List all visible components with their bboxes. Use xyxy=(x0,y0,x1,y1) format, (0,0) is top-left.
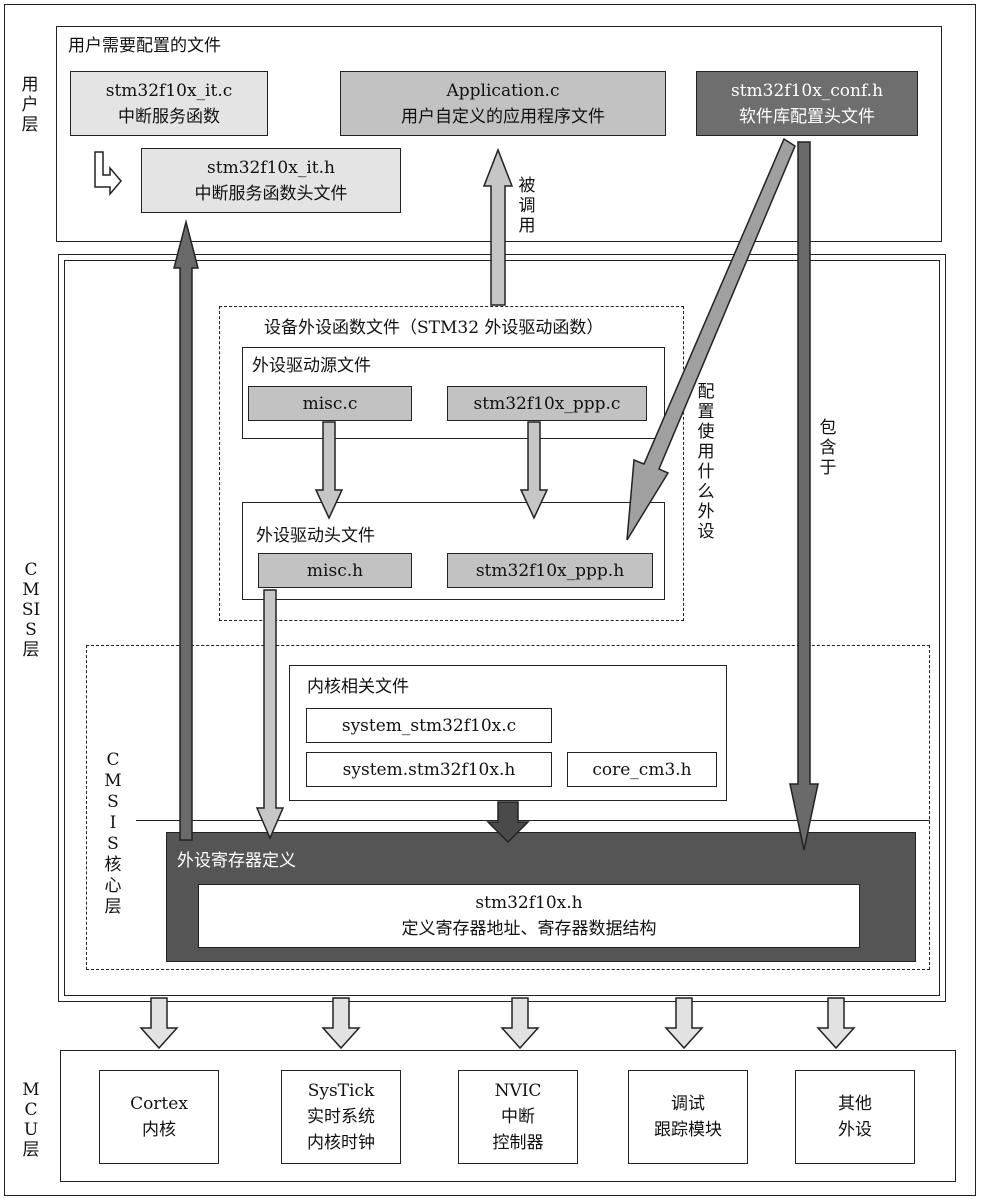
mcu-module-line: 内核 xyxy=(142,1120,176,1140)
file-core-cm3[interactable]: core_cm3.h xyxy=(567,752,717,787)
mcu-module-line: Cortex xyxy=(130,1094,188,1114)
user-layer-title: 用户需要配置的文件 xyxy=(68,36,221,56)
mcu-module-cortex[interactable]: Cortex 内核 xyxy=(99,1070,219,1164)
file-it-c[interactable]: stm32f10x_it.c 中断服务函数 xyxy=(70,71,268,136)
file-application-c-name: Application.c xyxy=(446,80,560,101)
file-it-h[interactable]: stm32f10x_it.h 中断服务函数头文件 xyxy=(141,148,401,213)
file-it-h-desc: 中断服务函数头文件 xyxy=(194,183,348,204)
mcu-module-line: NVIC xyxy=(494,1081,542,1101)
file-ppp-h[interactable]: stm32f10x_ppp.h xyxy=(447,553,653,588)
file-conf-h-name: stm32f10x_conf.h xyxy=(730,80,884,101)
mcu-module-line: 调试 xyxy=(671,1094,705,1114)
file-misc-h[interactable]: misc.h xyxy=(258,553,412,588)
cmsis-layer-label: CMSIS 层 xyxy=(21,560,41,660)
file-conf-h[interactable]: stm32f10x_conf.h 软件库配置头文件 xyxy=(696,71,918,136)
mcu-module-line: 外设 xyxy=(838,1120,872,1140)
file-misc-c[interactable]: misc.c xyxy=(248,386,412,421)
core-files-title: 内核相关文件 xyxy=(307,677,409,697)
mcu-module-line: 控制器 xyxy=(492,1133,544,1153)
mcu-module-systick[interactable]: SysTick 实时系统 内核时钟 xyxy=(281,1070,401,1164)
file-stm32f10x-h-desc: 定义寄存器地址、寄存器数据结构 xyxy=(401,919,657,939)
mcu-module-debug[interactable]: 调试 跟踪模块 xyxy=(628,1070,748,1164)
user-layer-label: 用户层 xyxy=(21,75,39,135)
mcu-module-line: 中断 xyxy=(501,1107,535,1127)
called-label: 被调用 xyxy=(518,176,536,236)
cmsis-core-divider xyxy=(136,820,930,821)
mcu-module-other[interactable]: 其他 外设 xyxy=(795,1070,915,1164)
file-stm32f10x-h[interactable]: stm32f10x.h 定义寄存器地址、寄存器数据结构 xyxy=(198,884,860,948)
mcu-module-nvic[interactable]: NVIC 中断 控制器 xyxy=(458,1070,578,1164)
mcu-module-line: 其他 xyxy=(838,1094,872,1114)
peripheral-header-title: 外设驱动头文件 xyxy=(256,526,375,546)
file-conf-h-desc: 软件库配置头文件 xyxy=(739,106,875,127)
register-definition-title: 外设寄存器定义 xyxy=(177,851,296,871)
mcu-module-line: SysTick xyxy=(307,1081,375,1101)
file-system-c[interactable]: system_stm32f10x.c xyxy=(306,708,552,743)
peripheral-source-title: 外设驱动源文件 xyxy=(252,356,371,376)
includes-label: 包含于 xyxy=(819,418,837,478)
peripheral-functions-title: 设备外设函数文件（STM32 外设驱动函数） xyxy=(264,318,604,338)
config-peripheral-label: 配置使用什么外设 xyxy=(697,382,715,542)
file-it-c-name: stm32f10x_it.c xyxy=(105,80,233,101)
file-application-c[interactable]: Application.c 用户自定义的应用程序文件 xyxy=(340,71,666,136)
file-system-h[interactable]: system.stm32f10x.h xyxy=(306,752,552,787)
cmsis-core-group xyxy=(86,645,930,970)
mcu-module-line: 内核时钟 xyxy=(307,1133,375,1153)
file-ppp-c[interactable]: stm32f10x_ppp.c xyxy=(447,386,647,421)
file-it-c-desc: 中断服务函数 xyxy=(118,106,220,127)
mcu-module-line: 跟踪模块 xyxy=(654,1120,722,1140)
file-application-c-desc: 用户自定义的应用程序文件 xyxy=(401,106,605,127)
mcu-module-line: 实时系统 xyxy=(307,1107,375,1127)
file-it-h-name: stm32f10x_it.h xyxy=(207,157,335,178)
mcu-layer-label: MCU 层 xyxy=(22,1080,40,1160)
cmsis-core-label: CMSIS 核心层 xyxy=(104,750,122,917)
file-stm32f10x-h-name: stm32f10x.h xyxy=(475,893,583,913)
